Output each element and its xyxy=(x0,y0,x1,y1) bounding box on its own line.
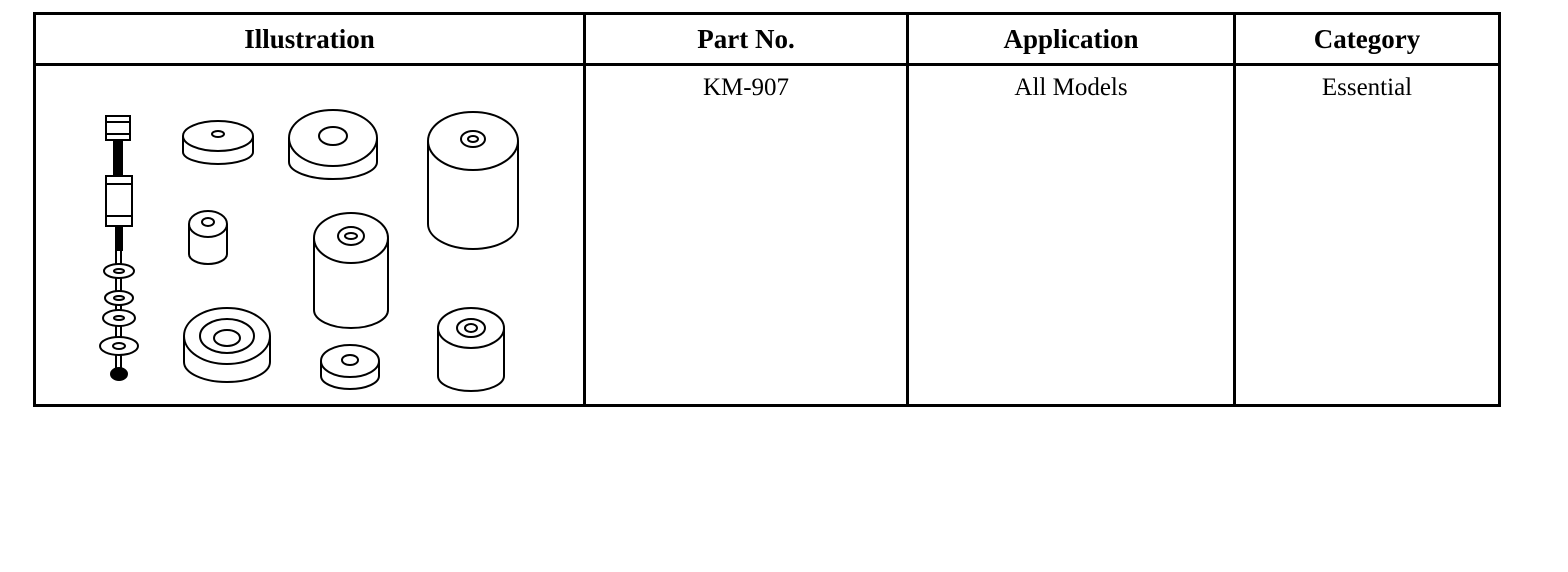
table-row: KM-907 All Models Essential xyxy=(33,63,1501,407)
header-row: Illustration Part No. Application Catego… xyxy=(33,12,1501,66)
sleeve-medium-icon xyxy=(314,213,388,328)
puller-rod-icon xyxy=(100,116,138,380)
tool-kit-icon xyxy=(36,66,584,404)
adapter-disc-small-icon xyxy=(183,121,253,164)
adapter-disc-large-icon xyxy=(289,110,377,179)
header-application: Application xyxy=(906,12,1236,66)
bushing-medium-icon xyxy=(438,308,504,391)
part-number: KM-907 xyxy=(702,74,790,101)
category-value: Essential xyxy=(1321,74,1413,101)
header-category: Category xyxy=(1233,12,1501,66)
application-cell: All Models xyxy=(906,63,1236,407)
washer-disc-icon xyxy=(321,345,379,389)
header-illustration: Illustration xyxy=(33,12,586,66)
header-part-no: Part No. xyxy=(583,12,909,66)
illustration-cell xyxy=(33,63,586,407)
tool-spec-table: Illustration Part No. Application Catego… xyxy=(33,12,1501,407)
bushing-small-icon xyxy=(189,211,227,264)
cup-adapter-icon xyxy=(184,308,270,382)
sleeve-tall-icon xyxy=(428,112,518,249)
part-no-cell: KM-907 xyxy=(583,63,909,407)
application-value: All Models xyxy=(1014,74,1128,101)
category-cell: Essential xyxy=(1233,63,1501,407)
